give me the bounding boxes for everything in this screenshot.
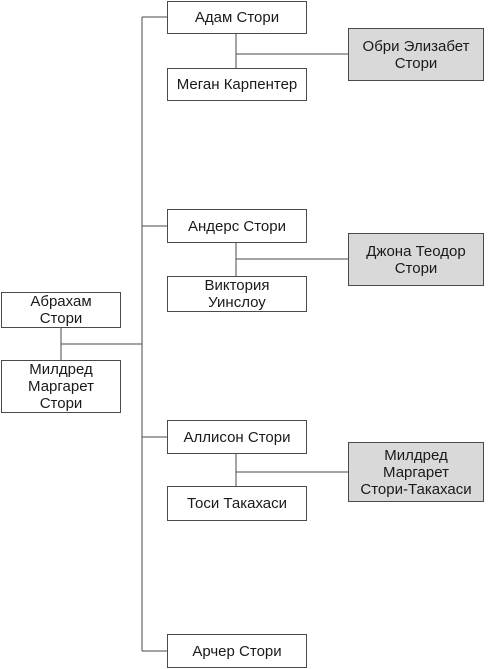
person-child-1: Адам Стори xyxy=(167,1,307,34)
person-grandchild-1: Обри Элизабет Стори xyxy=(348,28,484,81)
person-spouse-1: Меган Карпентер xyxy=(167,68,307,101)
person-spouse-3: Тоси Такахаси xyxy=(167,486,307,521)
person-spouse-2: Виктория Уинслоу xyxy=(167,276,307,312)
person-grandchild-3: Милдред Маргарет Стори-Такахаси xyxy=(348,442,484,502)
person-child-2: Андерс Стори xyxy=(167,209,307,243)
person-root-mother: Милдред Маргарет Стори xyxy=(1,360,121,413)
person-child-3: Аллисон Стори xyxy=(167,420,307,454)
person-child-4: Арчер Стори xyxy=(167,634,307,668)
person-grandchild-2: Джона Теодор Стори xyxy=(348,233,484,286)
person-root-father: Абрахам Стори xyxy=(1,292,121,328)
